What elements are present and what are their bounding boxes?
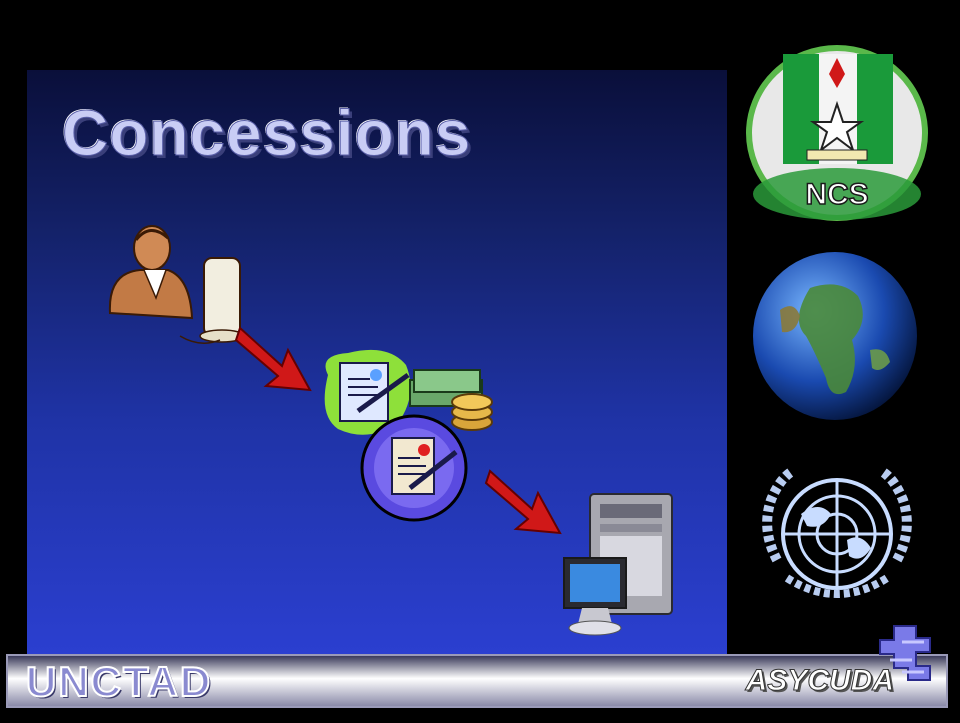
person-at-computer-icon (108, 225, 245, 344)
footer-left-text: UNCTAD (25, 657, 213, 706)
money-coins-icon (409, 369, 493, 431)
signed-document-icon (324, 349, 411, 435)
ncs-logo-text: NCS (805, 178, 868, 211)
ncs-logo: NCS (746, 45, 928, 221)
approved-certificate-icon (360, 414, 468, 522)
un-emblem-icon (762, 467, 912, 598)
asycuda-logo (879, 625, 931, 681)
red-arrow-icon (234, 326, 312, 392)
footer-right-text: ASYCUDA (745, 664, 894, 698)
globe-icon (753, 252, 917, 420)
slide-title: Concessions (61, 97, 472, 170)
footer-bar: UNCTAD ASYCUDA (6, 654, 948, 708)
server-computer-icon (563, 493, 673, 636)
red-arrow-icon (484, 469, 562, 535)
